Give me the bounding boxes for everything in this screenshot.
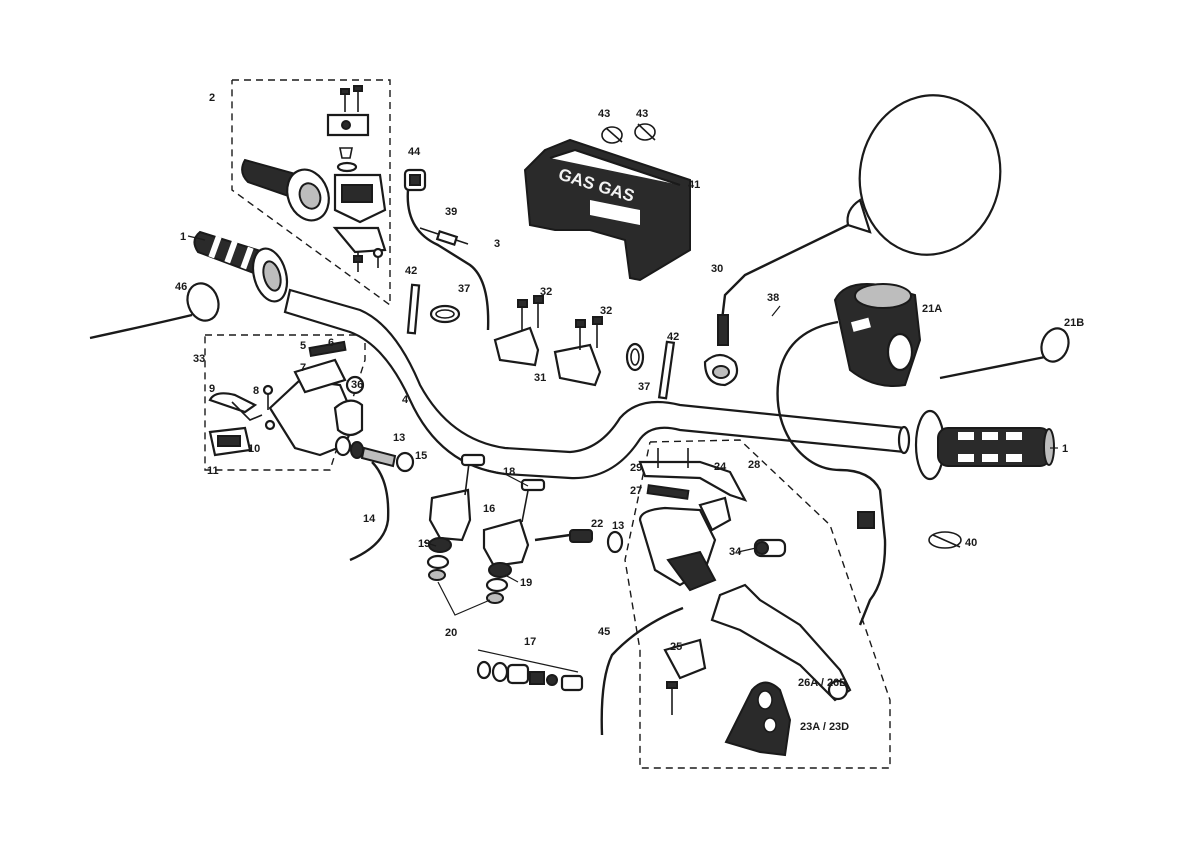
callout-39: 39 (445, 206, 457, 218)
callout-17: 17 (524, 636, 536, 648)
callout-10: 10 (248, 443, 260, 455)
callout-20: 20 (445, 627, 457, 639)
callout-13-right: 13 (612, 520, 624, 532)
callout-41: 41 (688, 179, 700, 191)
callout-43-a: 43 (598, 108, 610, 120)
callout-34: 34 (729, 546, 742, 558)
callout-43-b: 43 (636, 108, 648, 120)
leader-lines (187, 235, 1058, 583)
clip-40 (928, 531, 962, 549)
top-clamp-31-left (493, 295, 544, 367)
brake-master-cylinder (638, 448, 852, 715)
lower-clamp-16-right (482, 478, 546, 604)
callout-40: 40 (965, 537, 977, 549)
callout-24: 24 (714, 461, 727, 473)
clamp-43-right (634, 123, 656, 141)
switch-21b (939, 327, 1070, 380)
callout-45: 45 (598, 626, 610, 638)
callout-44: 44 (408, 146, 421, 158)
left-grip (193, 230, 289, 303)
callout-23: 23A / 23D (800, 721, 849, 733)
callout-21a: 21A (922, 303, 942, 315)
callout-1-left: 1 (180, 231, 186, 243)
callout-1-right: 1 (1062, 443, 1068, 455)
callout-28: 28 (748, 459, 760, 471)
callout-33: 33 (193, 353, 205, 365)
callout-5: 5 (300, 340, 306, 352)
callout-15: 15 (415, 450, 427, 462)
callout-21b: 21B (1064, 317, 1084, 329)
handlebar-cover: GAS GAS (523, 138, 691, 282)
bracket-23 (724, 681, 792, 757)
callout-9: 9 (209, 383, 215, 395)
callout-32-a: 32 (540, 286, 552, 298)
cable-39 (419, 227, 469, 246)
callout-38: 38 (767, 292, 779, 304)
callout-32-b: 32 (600, 305, 612, 317)
clutch-assembly (208, 340, 365, 457)
leader-20 (437, 581, 491, 616)
callout-6: 6 (328, 337, 334, 349)
strap-42-right (657, 340, 676, 400)
callout-27: 27 (630, 485, 642, 497)
clutch-cable-fittings (334, 435, 415, 473)
callout-13-left: 13 (393, 432, 405, 444)
throttle-assembly (241, 85, 387, 272)
callout-8: 8 (253, 385, 259, 397)
callout-37-a: 37 (458, 283, 470, 295)
callout-labels: 1 1 2 3 4 5 6 7 8 9 10 11 13 13 14 15 16… (175, 92, 1084, 733)
throttle-group-box (231, 79, 391, 307)
callout-42-a: 42 (405, 265, 417, 277)
right-grip (914, 409, 1055, 481)
callout-42-b: 42 (667, 331, 679, 343)
callout-2: 2 (209, 92, 215, 104)
button-44 (403, 168, 490, 331)
callout-14: 14 (363, 513, 376, 525)
parts-row-17 (476, 649, 584, 692)
callout-37-b: 37 (638, 381, 650, 393)
clamp-43-left (601, 126, 623, 144)
lower-clamp-16-left (426, 453, 486, 581)
callout-7: 7 (300, 362, 306, 374)
strap-42-left (406, 283, 421, 335)
brake-hose-22 (534, 529, 624, 554)
mirror (703, 94, 1002, 387)
callout-3: 3 (494, 238, 500, 250)
callout-31: 31 (534, 372, 546, 384)
callout-22: 22 (591, 518, 603, 530)
callout-19-b: 19 (520, 577, 532, 589)
clutch-cable-14 (349, 461, 390, 562)
handlebar-end-right (897, 425, 911, 455)
callout-36: 36 (351, 379, 363, 391)
callout-25: 25 (670, 641, 682, 653)
clip-37-left (429, 304, 461, 324)
callout-11: 11 (207, 465, 219, 477)
callout-4: 4 (402, 394, 409, 406)
top-clamp-31-right (553, 316, 603, 387)
callout-16: 16 (483, 503, 495, 515)
switch-21a-wire (776, 320, 887, 626)
callout-26: 26A / 26B (798, 677, 847, 689)
callout-46: 46 (175, 281, 187, 293)
cable-45 (600, 606, 684, 736)
switch-46 (89, 282, 220, 340)
callout-30: 30 (711, 263, 723, 275)
connector-right (857, 511, 875, 529)
switch-21a (833, 283, 922, 387)
clip-37-right (625, 342, 645, 372)
callout-29: 29 (630, 462, 642, 474)
callout-19-a: 19 (418, 538, 430, 550)
